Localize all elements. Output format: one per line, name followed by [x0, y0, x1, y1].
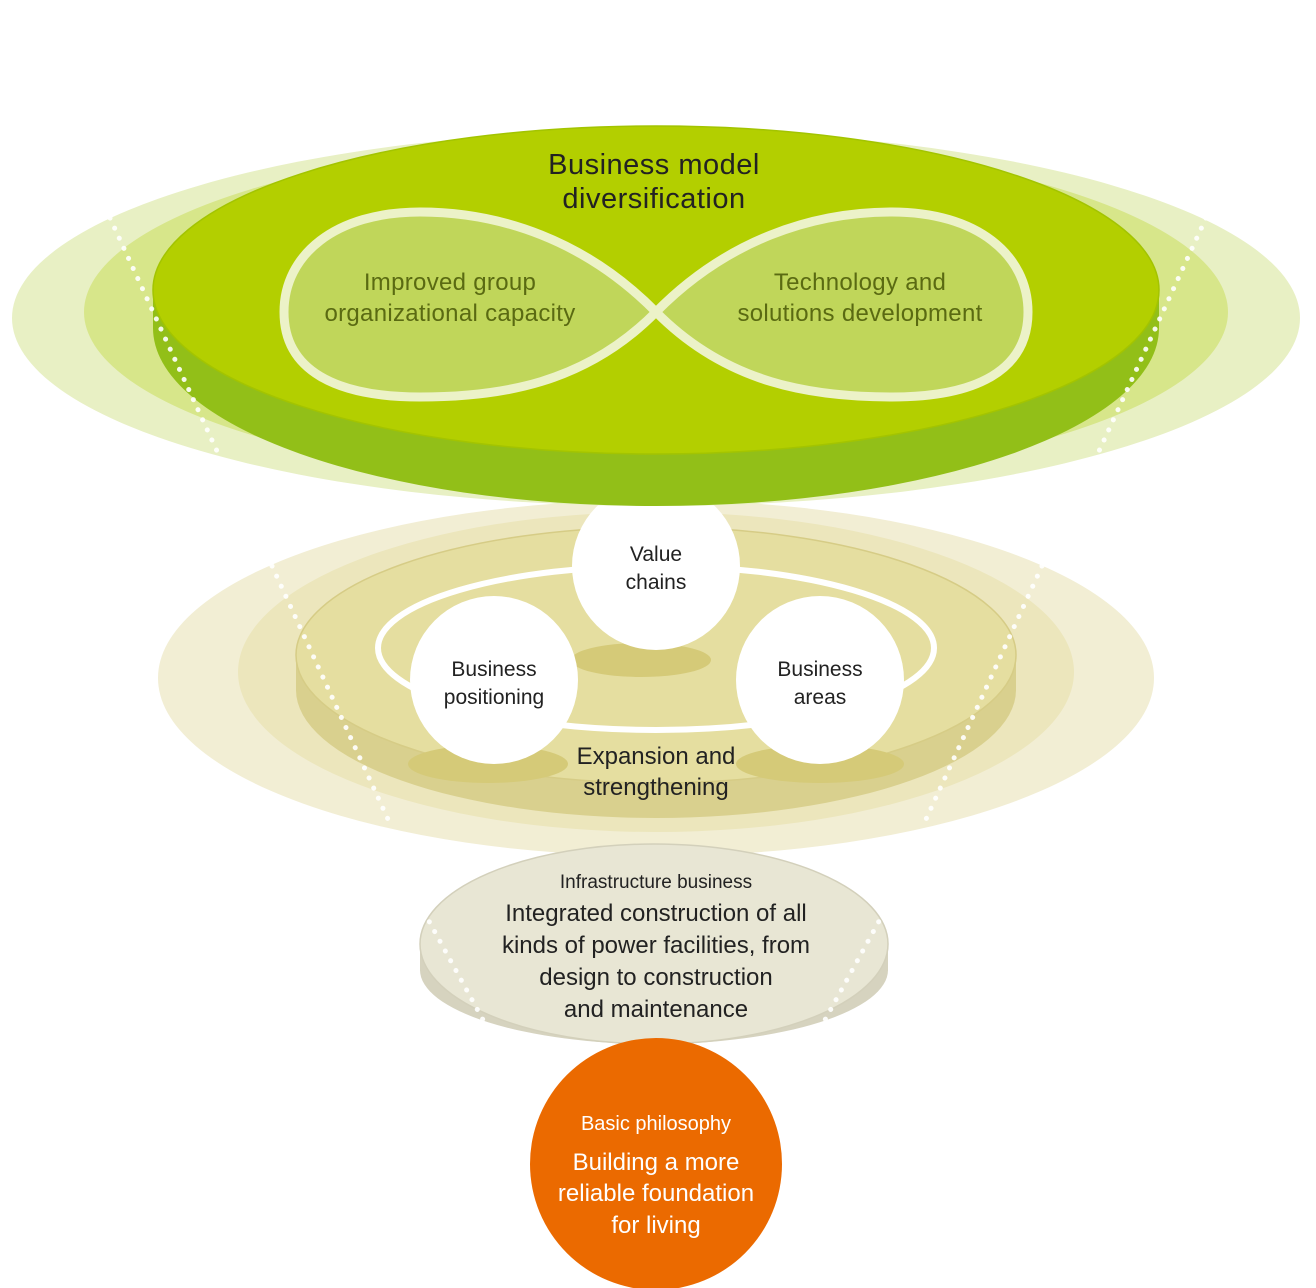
- value-chains-label-1: Value: [630, 543, 682, 566]
- funnel-line-left-mid: [269, 563, 395, 831]
- funnel-line-left-top: [107, 215, 225, 465]
- business-areas-label-1: Business: [777, 658, 862, 681]
- expansion-title-1: Expansion and: [577, 743, 736, 770]
- infrastructure-layer: Infrastructure business Integrated const…: [419, 843, 889, 1045]
- basic-philosophy: Basic philosophy Building a more reliabl…: [530, 1038, 782, 1288]
- diversification-layer: Business model diversification Improved …: [12, 125, 1300, 506]
- philosophy-heading: Basic philosophy: [581, 1113, 731, 1135]
- philosophy-line-1: Building a more: [573, 1149, 740, 1176]
- funnel-line-right-top: [1091, 215, 1209, 465]
- infra-line-4: and maintenance: [564, 996, 748, 1023]
- funnel-dotted-lines: [107, 215, 1209, 1043]
- business-positioning-label-2: positioning: [444, 686, 544, 709]
- business-areas-label-2: areas: [794, 686, 847, 709]
- expansion-layer: Value chains Business positioning Busine…: [158, 482, 1154, 856]
- infra-line-2: kinds of power facilities, from: [502, 932, 810, 959]
- infinity-loop: [279, 207, 1033, 402]
- top-title-2: diversification: [562, 183, 745, 215]
- philosophy-line-2: reliable foundation: [558, 1180, 754, 1207]
- philosophy-circle: [530, 1038, 782, 1288]
- left-loop-label-1: Improved group: [364, 269, 536, 296]
- business-areas-circle: [736, 596, 904, 764]
- expansion-title-2: strengthening: [583, 774, 728, 801]
- right-loop-label-1: Technology and: [774, 269, 946, 296]
- business-positioning-circle: [410, 596, 578, 764]
- value-chains-circle: [572, 482, 740, 650]
- funnel-line-right-bottom: [811, 909, 887, 1043]
- value-chains-label-2: chains: [626, 571, 687, 594]
- top-title-1: Business model: [548, 149, 760, 181]
- infra-line-3: design to construction: [539, 964, 772, 991]
- funnel-line-right-mid: [919, 563, 1045, 831]
- right-loop-label-2: solutions development: [737, 300, 982, 327]
- infra-line-1: Integrated construction of all: [505, 900, 807, 927]
- value-chains-shadow: [571, 643, 711, 677]
- business-positioning-label-1: Business: [451, 658, 536, 681]
- funnel-line-left-bottom: [421, 909, 497, 1043]
- left-loop-label-2: organizational capacity: [324, 300, 575, 327]
- infra-heading: Infrastructure business: [560, 872, 752, 893]
- philosophy-line-3: for living: [611, 1212, 700, 1239]
